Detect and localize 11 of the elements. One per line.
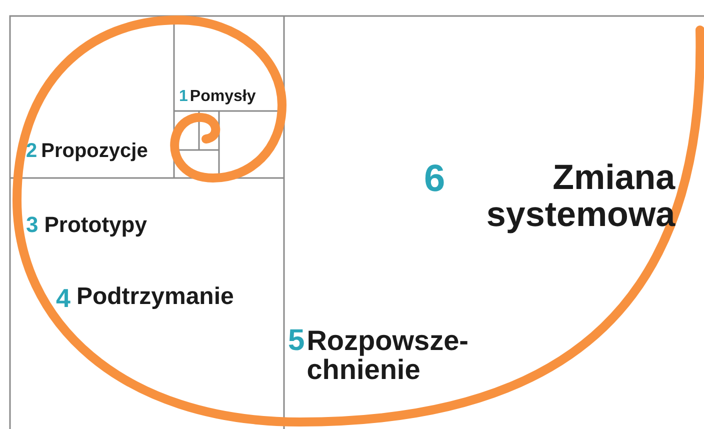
step-name: Propozycje (41, 141, 148, 161)
step-number: 6 (424, 160, 446, 198)
step-number: 1 (179, 89, 188, 105)
step-number: 2 (26, 141, 38, 161)
step-number: 3 (26, 214, 38, 236)
step-name: Podtrzymanie (76, 285, 234, 309)
step-number: 4 (56, 285, 70, 311)
step-number: 5 (288, 326, 305, 356)
step-name: Prototypy (44, 214, 147, 236)
step-name: Rozpowsze- chnienie (306, 326, 470, 385)
step-name: Pomysły (190, 89, 256, 105)
